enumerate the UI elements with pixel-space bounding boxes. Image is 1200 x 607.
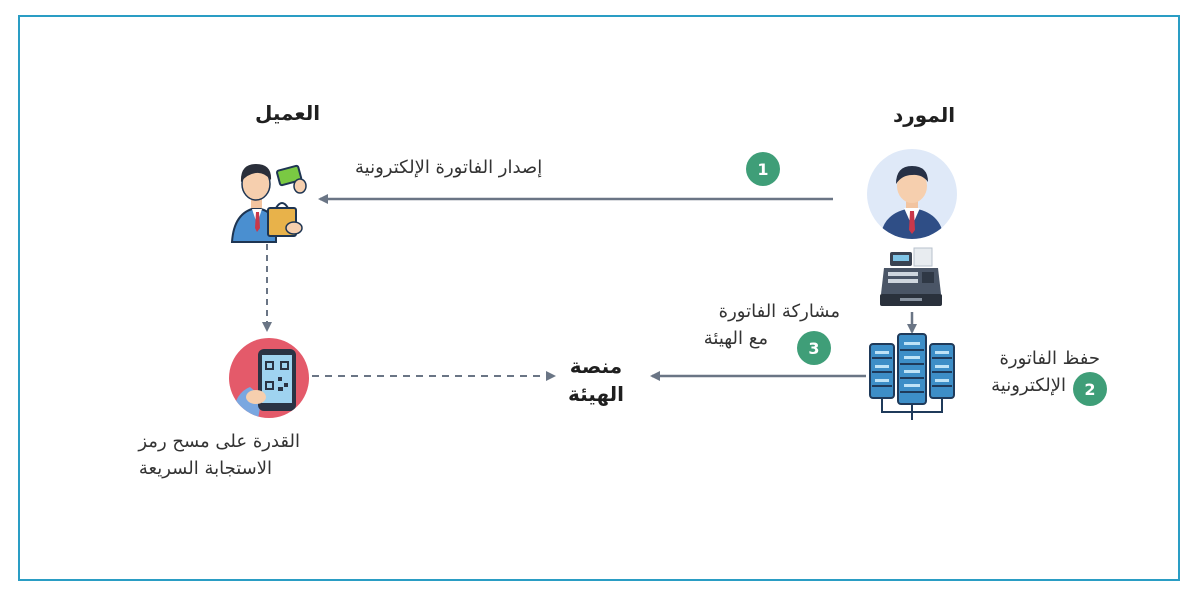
share-invoice-line1: مشاركة الفاتورة (718, 301, 840, 322)
platform-label: منصة الهيئة (556, 352, 636, 408)
share-invoice-line2: مع الهيئة (703, 328, 768, 349)
diagram-frame (18, 15, 1180, 581)
save-invoice-label: حفظ الفاتورة الإلكترونية (970, 345, 1100, 399)
issue-invoice-label: إصدار الفاتورة الإلكترونية (355, 157, 543, 178)
customer-with-card-and-bag-icon (230, 164, 307, 243)
cash-register-icon (880, 247, 942, 306)
supplier-label: المورد (893, 103, 956, 127)
server-database-icon (869, 333, 955, 420)
save-invoice-line2: الإلكترونية (991, 375, 1066, 396)
qr-ability-line1: القدرة على مسح رمز (138, 431, 300, 452)
platform-line2: الهيئة (567, 382, 625, 406)
customer-label: العميل (255, 101, 321, 125)
step-1-badge: 1 (746, 152, 780, 186)
platform-line1: منصة (569, 354, 623, 378)
businessman-avatar-icon (867, 149, 957, 239)
share-invoice-label: مشاركة الفاتورة مع الهيئة (680, 298, 840, 352)
phone-qr-scan-icon (229, 338, 309, 418)
qr-ability-line2: الاستجابة السريعة (138, 458, 272, 479)
step-3-badge: 3 (797, 331, 831, 365)
step-2-badge: 2 (1073, 372, 1107, 406)
save-invoice-line1: حفظ الفاتورة (999, 348, 1100, 369)
qr-ability-label: القدرة على مسح رمز الاستجابة السريعة (100, 428, 300, 482)
